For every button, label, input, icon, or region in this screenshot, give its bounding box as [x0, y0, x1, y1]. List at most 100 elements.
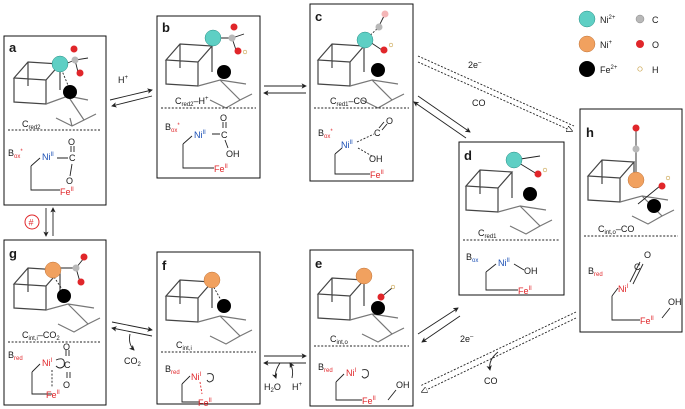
- fe-atom: [647, 199, 661, 213]
- b-label: B: [165, 364, 171, 374]
- fe-label: Fe: [640, 316, 651, 326]
- fe-ox: II: [225, 164, 229, 170]
- ni2-legend-swatch: [578, 10, 596, 28]
- svg-text:Cint,i–CO2: Cint,i–CO2: [22, 330, 60, 342]
- o-legend-swatch: [636, 40, 644, 48]
- state-sub: int,i: [183, 346, 192, 352]
- ni-label: Ni: [341, 140, 350, 150]
- panel-g-letter: g: [9, 246, 17, 261]
- svg-text:NiI: NiI: [191, 372, 202, 382]
- state-label: C: [176, 340, 183, 350]
- o-atom: [70, 45, 78, 53]
- svg-text:Cint,i: Cint,i: [176, 340, 192, 352]
- arrow-b-c: [263, 83, 307, 96]
- ni-label: Ni: [191, 372, 200, 382]
- o-atom: [380, 46, 388, 54]
- oh-label: OH: [226, 149, 240, 159]
- svg-text:H+: H+: [118, 75, 129, 85]
- svg-text:H2O: H2O: [264, 382, 281, 394]
- o-atom: [234, 47, 242, 55]
- state-label: C: [598, 224, 605, 234]
- state-suffix-sup: +: [205, 96, 209, 102]
- ni-label: Ni: [42, 152, 51, 162]
- fe-label: Fe: [198, 398, 209, 408]
- panel-b-letter: b: [162, 20, 170, 35]
- co2-sub: 2: [138, 362, 142, 368]
- state-sub: red2: [182, 102, 195, 108]
- ni2-atom: [505, 151, 523, 169]
- legend-ni2: Ni: [600, 15, 609, 25]
- c-atom: [72, 264, 80, 272]
- b-sub: ox: [14, 154, 20, 160]
- blocked-step-marker: [24, 214, 40, 230]
- oh-label: OH: [524, 266, 538, 276]
- panel-a: a Cred2 Box* NiII C O O FeII: [3, 35, 107, 206]
- svg-text:Ni2+: Ni2+: [600, 15, 616, 25]
- b-label: B: [8, 350, 14, 360]
- arrow-c-d: CO: [413, 95, 486, 139]
- b-label: B: [165, 122, 171, 132]
- panel-h: h Cint,o–CO Bred NiI C O OH FeII: [579, 108, 683, 333]
- o-label: O: [68, 137, 75, 147]
- ni-ox: I: [355, 368, 357, 374]
- c-atom: [228, 34, 236, 42]
- fe-atom: [57, 289, 71, 303]
- ni-ox: II: [507, 258, 511, 264]
- fe-label: Fe: [214, 164, 225, 174]
- o-label: O: [220, 113, 227, 123]
- co-label: CO: [484, 376, 498, 386]
- svg-text:Cred2: Cred2: [22, 119, 41, 131]
- svg-text:2e–: 2e–: [468, 60, 482, 70]
- svg-text:Cint,o–CO: Cint,o–CO: [598, 224, 634, 236]
- fe-ox: II: [57, 390, 61, 396]
- svg-text:Box: Box: [466, 252, 478, 264]
- o-atom: [534, 170, 542, 178]
- o-atom: [77, 278, 85, 286]
- legend-ni2-charge: 2+: [609, 15, 616, 21]
- state-sub: int,o: [605, 230, 617, 236]
- ni1-atom: [627, 171, 645, 189]
- ni1-atom: [203, 271, 221, 289]
- svg-text:FeII: FeII: [362, 396, 376, 406]
- panel-d: d Cred1 Box NiII OH FeII: [458, 141, 565, 296]
- co2-label: CO: [124, 356, 138, 366]
- two-electron-label: 2e: [460, 334, 470, 344]
- b-label: B: [8, 148, 14, 158]
- o-atom: [381, 10, 389, 18]
- arrow-a-g: #: [24, 207, 56, 237]
- ni1-atom: [355, 267, 373, 285]
- svg-text:FeII: FeII: [198, 398, 212, 408]
- ni-label: Ni: [346, 368, 355, 378]
- fe-atom: [63, 85, 77, 99]
- b-sup: *: [20, 149, 23, 155]
- fe-atom: [523, 187, 537, 201]
- b-label: B: [318, 362, 324, 372]
- fe-ox: II: [373, 396, 377, 402]
- b-sub: ox: [171, 128, 177, 134]
- svg-text:Box*: Box*: [165, 122, 180, 134]
- o-label: O: [386, 116, 393, 126]
- c-label: C: [221, 130, 228, 140]
- b-sub: red: [594, 272, 603, 278]
- arrow-h-e: CO: [419, 311, 577, 392]
- c-atom: [632, 145, 640, 153]
- proton-sup: +: [299, 382, 303, 388]
- state-suffix: –CO: [616, 224, 635, 234]
- two-electron-label: 2e: [468, 60, 478, 70]
- arrow-d-e: 2e–: [417, 307, 474, 344]
- fe-atom: [217, 65, 231, 79]
- panel-d-letter: d: [464, 148, 472, 163]
- state-sub: red1: [485, 234, 498, 240]
- c-atom: [375, 23, 383, 31]
- ni-ox: I: [200, 372, 202, 378]
- fe-atom: [371, 301, 385, 315]
- svg-text:FeII: FeII: [46, 390, 60, 400]
- fe-label: Fe: [370, 170, 381, 180]
- state-sub: red2: [29, 125, 42, 131]
- svg-text:H+: H+: [292, 382, 303, 392]
- svg-text:CO2: CO2: [124, 356, 142, 368]
- two-electron-sup: –: [478, 60, 482, 66]
- panel-c: c Cred1–CO Box* NiII C O OH FeII: [309, 3, 414, 182]
- panel-g: g Cint,i–CO2 Bred NiI C O O FeII: [3, 239, 107, 406]
- state-sub: red1: [337, 102, 350, 108]
